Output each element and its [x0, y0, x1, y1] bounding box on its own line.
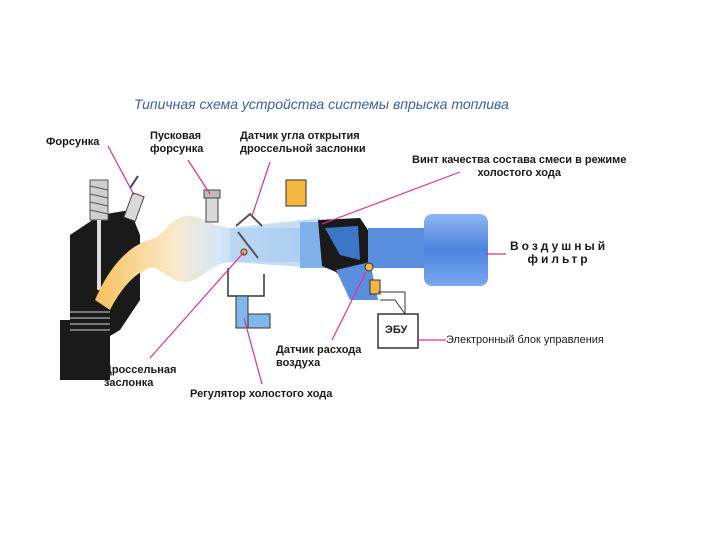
leader-throttle-valve: [149, 251, 245, 359]
ecu-box: [377, 313, 419, 349]
label-throttle-sensor: Датчик угла открытия дроссельной заслонк…: [240, 130, 366, 155]
engine-block: [60, 179, 140, 380]
label-idle-screw: Винт качества состава смеси в режиме хол…: [412, 154, 627, 179]
label-air-flow-sensor: Датчик расхода воздуха: [276, 344, 362, 369]
leader-air-flow-sensor: [331, 271, 367, 341]
diagram-title: Типичная схема устройства системы впрыск…: [134, 96, 509, 112]
filter-connector: [368, 228, 428, 268]
air-flow-sensor-element: [369, 279, 381, 295]
injector: [123, 175, 145, 222]
cooling-fins: [70, 311, 110, 331]
idle-regulator: [227, 268, 271, 329]
leader-injector: [107, 145, 135, 196]
label-idle-regulator: Регулятор холостого хода: [190, 388, 333, 400]
leader-lines: [107, 145, 506, 385]
label-ecu: Электронный блок управления: [446, 334, 604, 346]
leader-idle-regulator: [243, 317, 263, 385]
air-filter-box: [424, 214, 488, 286]
label-air-filter: Воздушный фильтр: [510, 239, 609, 266]
valve-spring: [89, 179, 109, 290]
leader-idle-screw: [321, 171, 461, 225]
leader-throttle-sensor: [251, 161, 271, 217]
throttle-position-sensor: [285, 179, 307, 207]
label-ecu-short: ЭБУ: [385, 324, 408, 336]
label-throttle-valve: Дроссельная заслонка: [104, 364, 177, 389]
label-start-injector: Пусковая форсунка: [150, 130, 204, 155]
leader-start-injector: [187, 159, 211, 195]
label-injector: Форсунка: [46, 136, 100, 148]
air-flow-sensor-body: [336, 262, 378, 300]
start-injector: [203, 189, 221, 223]
air-flow-sensor-pivot: [364, 262, 374, 272]
air-intake-pipe: [230, 218, 320, 268]
